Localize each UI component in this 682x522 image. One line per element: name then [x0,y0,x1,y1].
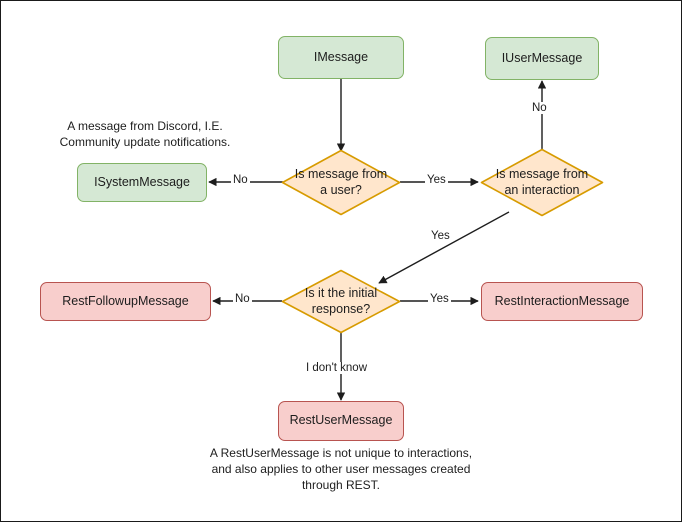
node-imessage-label: IMessage [313,49,369,64]
node-is-initial-response-line1: Is it the initial [304,285,378,300]
edge-label-initial-unknown: I don't know [304,362,370,374]
edge-label-initial-no: No [233,293,252,305]
node-restfollowupmessage-label: RestFollowupMessage [62,293,189,308]
node-is-initial-response[interactable]: Is it the initial response? [281,269,401,334]
node-is-from-interaction[interactable]: Is message from an interaction [480,148,604,217]
edge-label-interaction-yes: Yes [429,230,452,242]
annotation-rest-note-line2: and also applies to other user messages … [211,462,471,477]
node-is-from-interaction-line2: an interaction [504,182,580,197]
edge-label-interaction-no: No [530,102,549,114]
node-imessage[interactable]: IMessage [278,36,404,79]
edge-label-initial-yes: Yes [428,293,451,305]
node-is-from-user-line1: Is message from [294,166,388,181]
annotation-system-note-line2: Community update notifications. [59,135,231,150]
diamond-shape [480,148,604,217]
node-isystemmessage[interactable]: ISystemMessage [77,163,207,202]
node-is-from-user[interactable]: Is message from a user? [281,149,401,216]
annotation-system-note: A message from Discord, I.E. Community u… [47,118,243,150]
node-is-from-interaction-label: Is message from an interaction [480,148,604,217]
edge-label-user-yes: Yes [425,174,448,186]
node-restinteractionmessage[interactable]: RestInteractionMessage [481,282,643,321]
edge-label-user-no: No [231,174,250,186]
node-iusermessage[interactable]: IUserMessage [485,37,599,80]
node-isystemmessage-label: ISystemMessage [94,174,190,189]
annotation-rest-note: A RestUserMessage is not unique to inter… [181,445,501,494]
node-restusermessage[interactable]: RestUserMessage [278,401,404,441]
node-is-from-interaction-line1: Is message from [495,166,589,181]
node-restusermessage-label: RestUserMessage [289,413,393,428]
annotation-system-note-line1: A message from Discord, I.E. [67,119,223,133]
node-is-initial-response-line2: response? [311,301,371,316]
node-is-initial-response-label: Is it the initial response? [281,269,401,334]
node-is-from-user-line2: a user? [320,182,362,197]
annotation-rest-note-line3: through REST. [301,478,381,493]
node-is-from-user-label: Is message from a user? [281,149,401,216]
node-iusermessage-label: IUserMessage [501,50,583,65]
node-restinteractionmessage-label: RestInteractionMessage [494,293,630,308]
annotation-rest-note-line1: A RestUserMessage is not unique to inter… [209,446,473,460]
node-restfollowupmessage[interactable]: RestFollowupMessage [40,282,211,321]
diamond-shape [281,149,401,216]
